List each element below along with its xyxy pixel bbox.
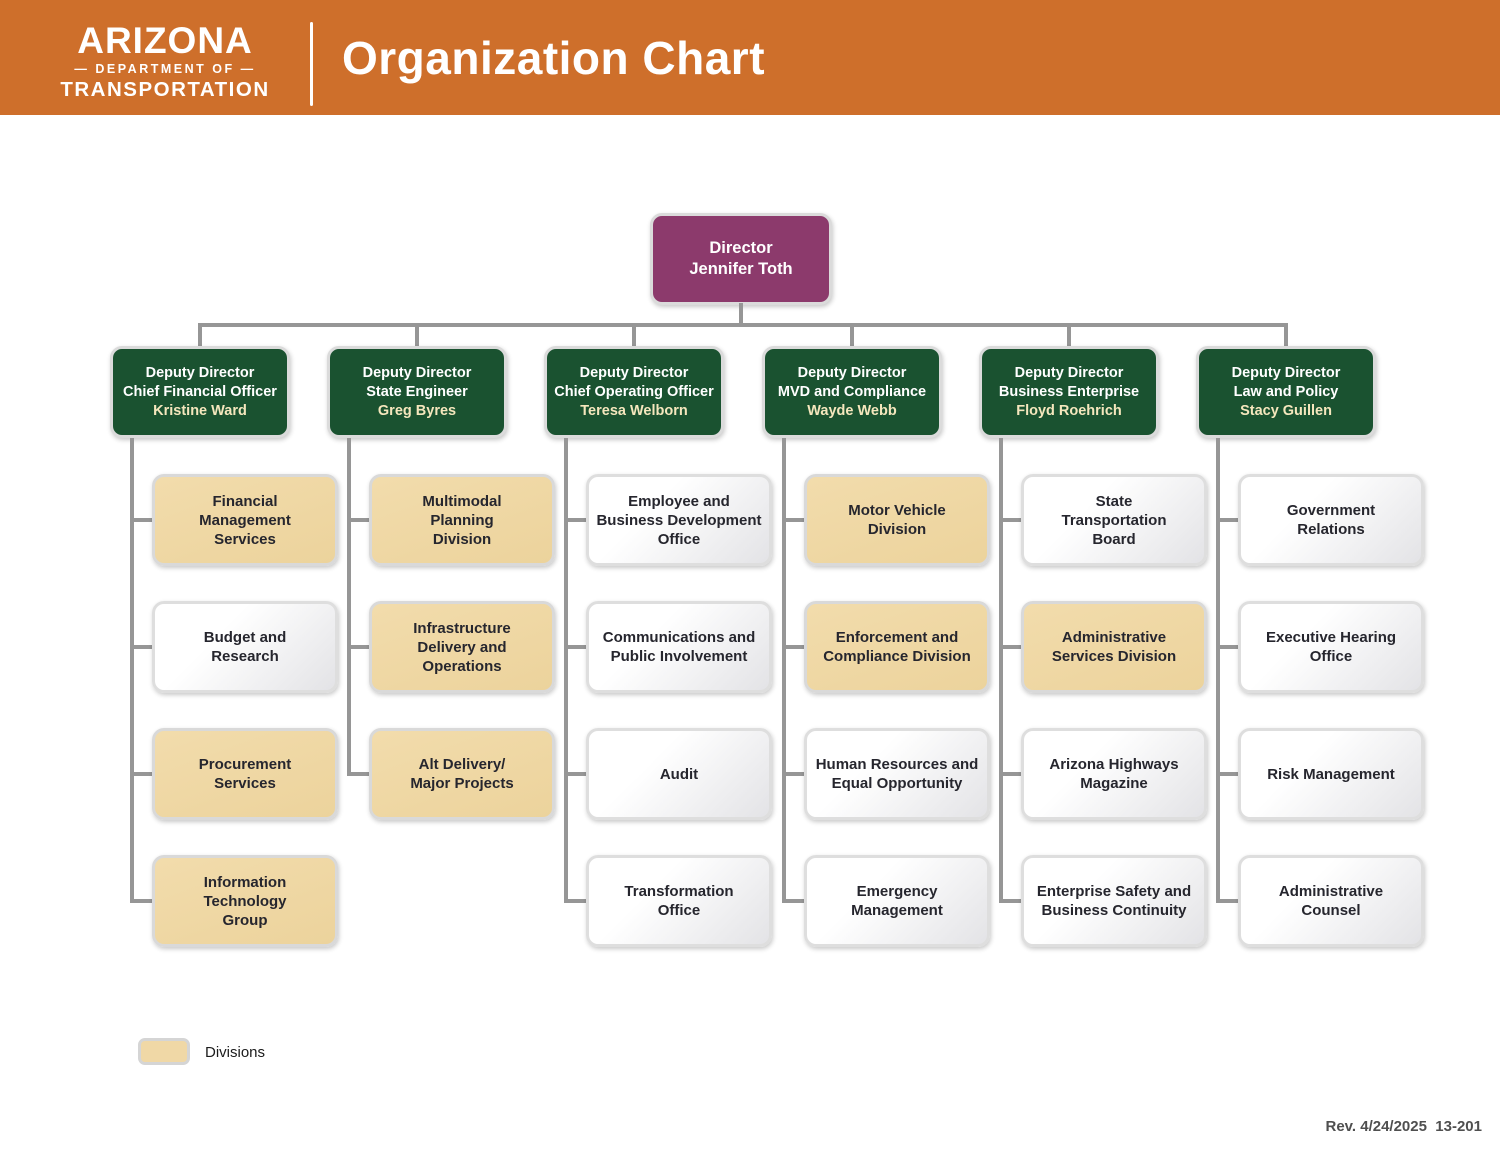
deputy-box-state-engineer: Deputy Director State Engineer Greg Byre… xyxy=(327,346,507,438)
connector-horizontal-rail xyxy=(198,323,1288,327)
connector-column-spine xyxy=(782,438,786,903)
unit-box: Enterprise Safety and Business Continuit… xyxy=(1021,855,1207,947)
connector-child-stub xyxy=(782,772,806,776)
unit-box: Motor Vehicle Division xyxy=(804,474,990,566)
connector-child-stub xyxy=(782,518,806,522)
header-divider xyxy=(310,22,313,106)
deputy-role: Chief Operating Officer xyxy=(554,383,714,400)
connector-column-spine xyxy=(1216,438,1220,903)
unit-box: Multimodal Planning Division xyxy=(369,474,555,566)
director-name: Jennifer Toth xyxy=(689,260,793,278)
deputy-name: Kristine Ward xyxy=(153,402,247,419)
unit-box: Administrative Services Division xyxy=(1021,601,1207,693)
connector-child-stub xyxy=(130,645,154,649)
unit-box: Information Technology Group xyxy=(152,855,338,947)
connector-drop xyxy=(1067,325,1071,346)
connector-child-stub xyxy=(999,899,1023,903)
deputy-title: Deputy Director xyxy=(1231,364,1341,381)
unit-box: Executive Hearing Office xyxy=(1238,601,1424,693)
unit-box: Government Relations xyxy=(1238,474,1424,566)
connector-child-stub xyxy=(1216,645,1240,649)
deputy-box-business-enterprise: Deputy Director Business Enterprise Floy… xyxy=(979,346,1159,438)
connector-child-stub xyxy=(564,645,588,649)
revision-note: Rev. 4/24/2025 13-201 xyxy=(1325,1118,1482,1135)
connector-child-stub xyxy=(347,772,371,776)
legend-division-swatch xyxy=(138,1038,190,1065)
deputy-box-cfo: Deputy Director Chief Financial Officer … xyxy=(110,346,290,438)
deputy-name: Teresa Welborn xyxy=(580,402,688,419)
deputy-title: Deputy Director xyxy=(362,364,472,381)
unit-box: Transformation Office xyxy=(586,855,772,947)
unit-box: Procurement Services xyxy=(152,728,338,820)
deputy-title: Deputy Director xyxy=(1014,364,1124,381)
connector-column-spine xyxy=(999,438,1003,903)
connector-child-stub xyxy=(347,518,371,522)
logo-arizona-text: ARIZONA xyxy=(77,20,253,61)
deputy-role: Business Enterprise xyxy=(998,383,1140,400)
page-title: Organization Chart xyxy=(342,31,766,84)
deputy-box-law-policy: Deputy Director Law and Policy Stacy Gui… xyxy=(1196,346,1376,438)
connector-column-spine xyxy=(564,438,568,903)
connector-child-stub xyxy=(782,645,806,649)
unit-box: Audit xyxy=(586,728,772,820)
unit-box: Budget and Research xyxy=(152,601,338,693)
deputy-role: MVD and Compliance xyxy=(777,383,927,400)
connector-child-stub xyxy=(999,645,1023,649)
connector-drop xyxy=(198,325,202,346)
connector-child-stub xyxy=(1216,518,1240,522)
adot-logo: ARIZONA — DEPARTMENT OF — TRANSPORTATION xyxy=(54,20,276,102)
deputy-name: Stacy Guillen xyxy=(1240,402,1332,419)
deputy-box-coo: Deputy Director Chief Operating Officer … xyxy=(544,346,724,438)
deputy-name: Wayde Webb xyxy=(807,402,897,419)
deputy-box-mvd: Deputy Director MVD and Compliance Wayde… xyxy=(762,346,942,438)
header-bar: ARIZONA — DEPARTMENT OF — TRANSPORTATION… xyxy=(0,0,1500,115)
unit-box: Administrative Counsel xyxy=(1238,855,1424,947)
unit-box: Employee and Business Development Office xyxy=(586,474,772,566)
deputy-role: Chief Financial Officer xyxy=(123,383,277,400)
deputy-name: Greg Byres xyxy=(377,402,457,419)
deputy-name: Floyd Roehrich xyxy=(1016,402,1122,419)
connector-drop xyxy=(632,325,636,346)
director-box: Director Jennifer Toth xyxy=(650,213,832,305)
connector-child-stub xyxy=(999,772,1023,776)
connector-column-spine xyxy=(130,438,134,903)
connector-child-stub xyxy=(564,518,588,522)
unit-box: Alt Delivery/ Major Projects xyxy=(369,728,555,820)
connector-drop xyxy=(850,325,854,346)
unit-box: Arizona Highways Magazine xyxy=(1021,728,1207,820)
unit-box: Emergency Management xyxy=(804,855,990,947)
logo-department-of-text: — DEPARTMENT OF — xyxy=(74,62,256,76)
unit-box: Financial Management Services xyxy=(152,474,338,566)
deputy-title: Deputy Director xyxy=(145,364,255,381)
unit-box: Infrastructure Delivery and Operations xyxy=(369,601,555,693)
legend-division-label: Divisions xyxy=(205,1044,266,1061)
connector-child-stub xyxy=(1216,772,1240,776)
unit-box: Communications and Public Involvement xyxy=(586,601,772,693)
connector-child-stub xyxy=(782,899,806,903)
deputy-title: Deputy Director xyxy=(797,364,907,381)
deputy-role: Law and Policy xyxy=(1233,383,1339,400)
connector-director-stub xyxy=(739,303,743,325)
connector-drop xyxy=(1284,325,1288,346)
connector-child-stub xyxy=(564,899,588,903)
logo-transportation-text: TRANSPORTATION xyxy=(60,78,270,101)
deputy-role: State Engineer xyxy=(366,383,468,400)
connector-drop xyxy=(415,325,419,346)
connector-child-stub xyxy=(130,899,154,903)
deputy-title: Deputy Director xyxy=(579,364,689,381)
connector-column-spine xyxy=(347,438,351,776)
connector-child-stub xyxy=(1216,899,1240,903)
connector-child-stub xyxy=(564,772,588,776)
unit-box: Risk Management xyxy=(1238,728,1424,820)
unit-box: State Transportation Board xyxy=(1021,474,1207,566)
connector-child-stub xyxy=(347,645,371,649)
connector-child-stub xyxy=(999,518,1023,522)
unit-box: Human Resources and Equal Opportunity xyxy=(804,728,990,820)
connector-child-stub xyxy=(130,772,154,776)
connector-child-stub xyxy=(130,518,154,522)
director-role: Director xyxy=(709,239,773,257)
unit-box: Enforcement and Compliance Division xyxy=(804,601,990,693)
